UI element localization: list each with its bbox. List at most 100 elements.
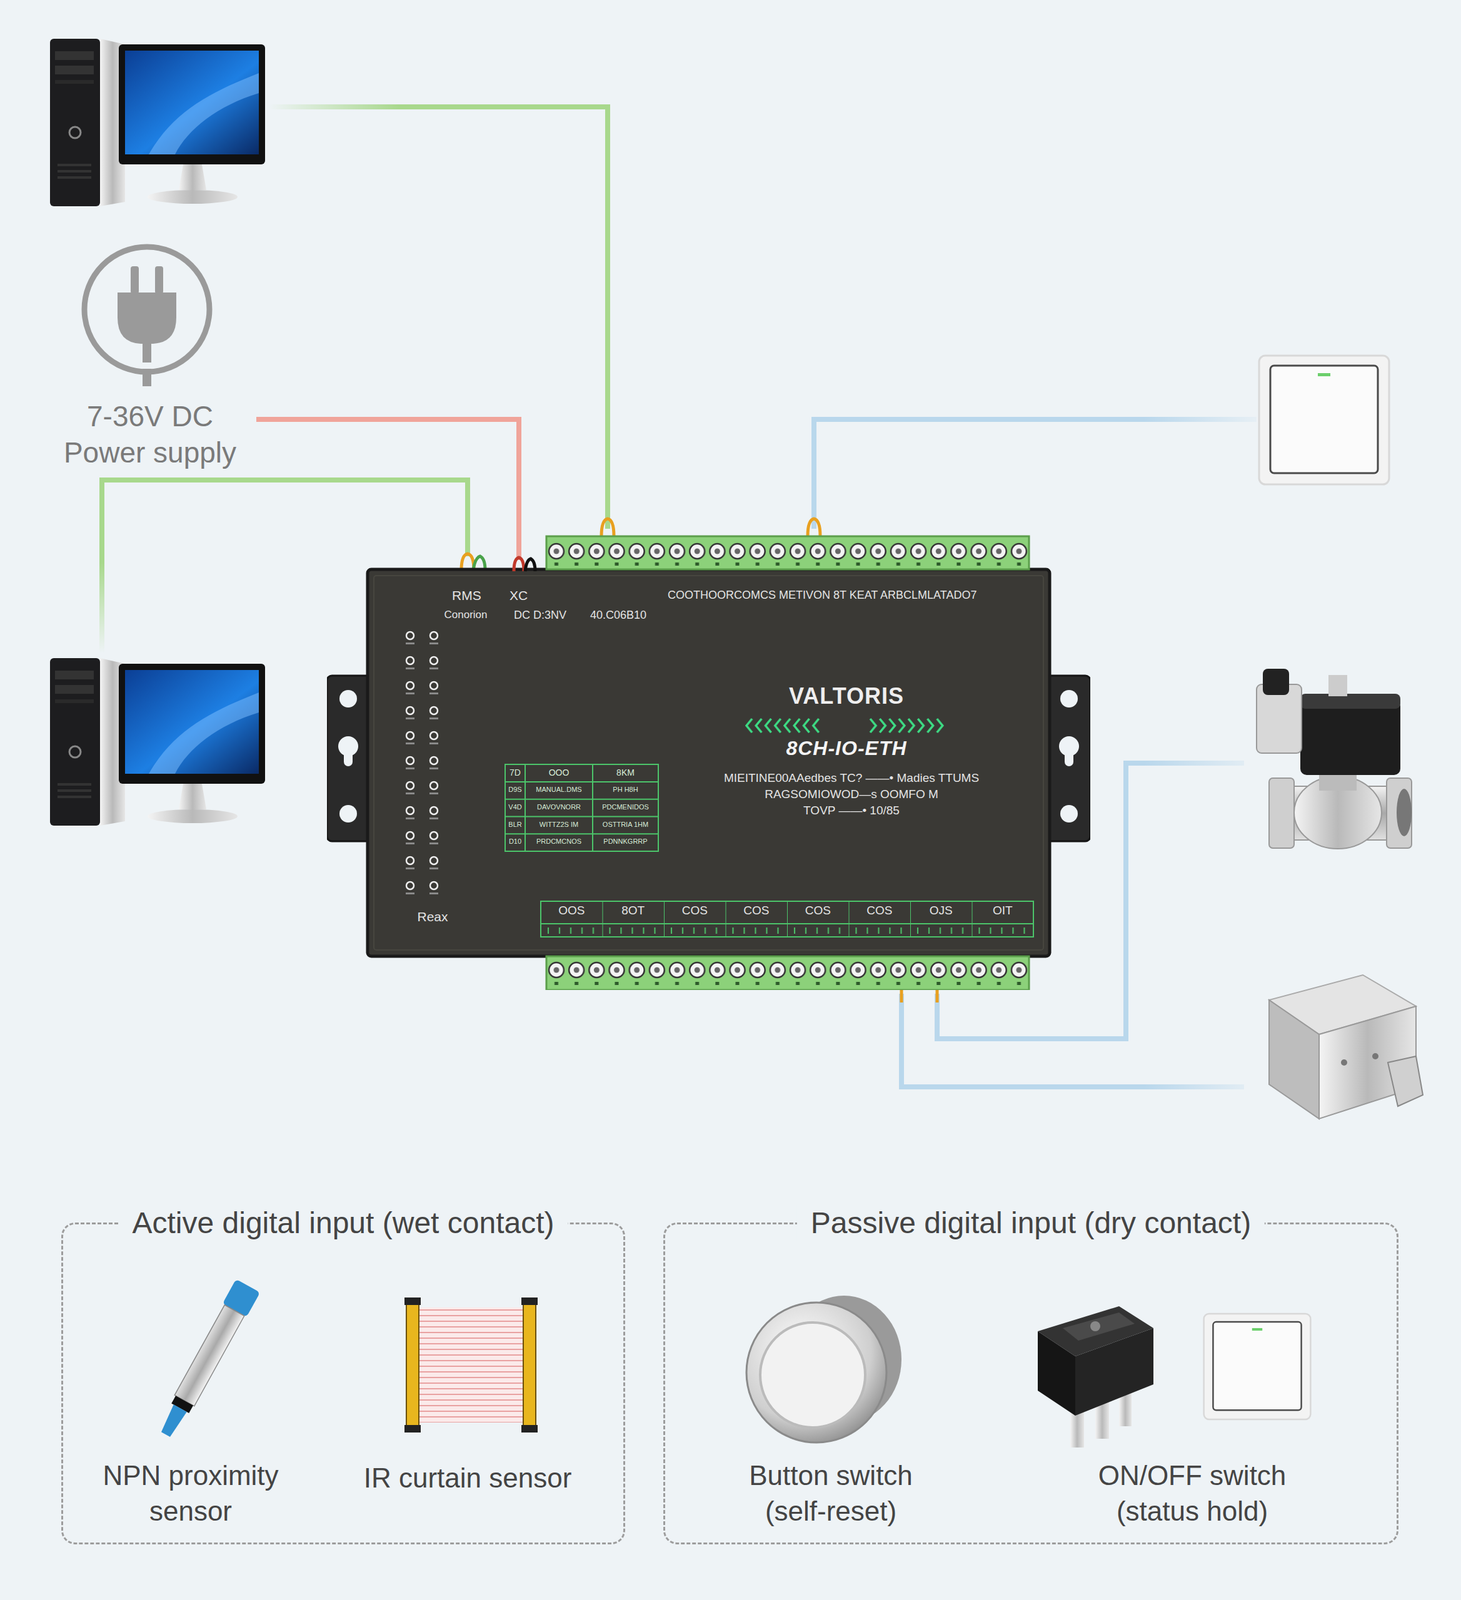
io-module-box: RMSXCCOOTHOORCOMCS METIVON 8T KEAT ARBCL… xyxy=(326,535,1091,991)
table-cell: PDCMENIDOS xyxy=(592,803,659,812)
model-number: 8CH-IO-ETH xyxy=(721,736,972,761)
ir-curtain-sensor xyxy=(404,1297,538,1433)
npn-proximity-sensor xyxy=(153,1279,261,1442)
channel-label: COS xyxy=(787,903,849,919)
channel-label: COS xyxy=(848,903,911,919)
button-switch-part xyxy=(746,1302,887,1443)
power-supply-node: 7-36V DC Power supply xyxy=(43,237,257,477)
channel-label: COS xyxy=(725,903,788,919)
spec-line: MIEITINE00AAedbes TC? ——• Madies TTUMS xyxy=(679,771,1024,786)
wire-tip-part xyxy=(601,518,614,537)
group-heading: Passive digital input (dry contact) xyxy=(797,1205,1265,1242)
io-module-housing-part xyxy=(868,717,945,734)
solenoid-valve-part xyxy=(1396,788,1412,837)
reset-label: Reax xyxy=(401,908,464,925)
io-module-housing-part xyxy=(505,764,659,852)
spec-line: TOVP ——• 10/85 xyxy=(679,803,1024,819)
rocker-switch-part xyxy=(1062,1312,1135,1341)
wire-part xyxy=(901,994,1245,1088)
table-cell: BLR xyxy=(505,820,526,829)
solenoid-valve-part xyxy=(1300,700,1401,776)
rocker-switch xyxy=(1037,1306,1154,1448)
spec-line: RAGSOMIOWOD—s OOMFO M xyxy=(679,787,1024,803)
port-label: Conorion xyxy=(421,608,510,622)
table-cell: DAVOVNORR xyxy=(525,803,593,812)
electric-lock-part xyxy=(1372,1053,1379,1060)
power-plug-icon xyxy=(43,237,257,391)
table-cell: PH H8H xyxy=(592,785,659,794)
device-caption: IR curtain sensor xyxy=(311,1460,624,1497)
ir-curtain-sensor-part xyxy=(417,1307,525,1423)
rocker-switch-part xyxy=(1090,1321,1101,1332)
table-cell: 7D xyxy=(505,767,526,779)
ir-curtain-sensor-part xyxy=(521,1425,538,1433)
io-module-housing-part xyxy=(546,536,1030,570)
electric-lock-part xyxy=(1340,1059,1348,1066)
solenoid-valve-part xyxy=(1328,675,1348,697)
wire-tip-part xyxy=(900,990,904,1003)
wire xyxy=(101,106,1257,1088)
channel-label: OJS xyxy=(910,903,973,919)
io-module-housing-part xyxy=(513,557,524,572)
group-heading: Active digital input (wet contact) xyxy=(118,1205,569,1242)
power-plug-icon-part xyxy=(84,246,210,372)
table-cell: OSTTRIA 1HM xyxy=(592,820,659,829)
io-module-housing-part xyxy=(540,901,1034,938)
io-module-housing-part xyxy=(540,901,1034,938)
channel-label: OIT xyxy=(972,903,1035,919)
port-label: XC xyxy=(509,587,528,604)
brand-name: VALTORIS xyxy=(721,682,972,710)
io-module-housing-part xyxy=(745,717,822,734)
power-plug-icon-part xyxy=(142,342,152,363)
rocker-switch-part xyxy=(1037,1331,1076,1416)
solenoid-valve-part xyxy=(1386,778,1412,849)
channel-label: COS xyxy=(663,903,726,919)
wire-part xyxy=(813,419,1257,529)
table-cell: D10 xyxy=(505,837,526,846)
io-module-housing-part xyxy=(1064,746,1074,767)
power-plug-icon-part xyxy=(130,266,139,294)
io-module-housing-part xyxy=(546,956,1030,991)
io-module-housing-part xyxy=(339,690,357,708)
solenoid-valve xyxy=(1256,668,1412,849)
io-module-housing-part xyxy=(505,764,659,852)
npn-proximity-sensor-part xyxy=(174,1305,244,1407)
computer-icon xyxy=(50,38,266,207)
power-wire xyxy=(256,419,519,536)
table-cell: PDNNKGRRP xyxy=(592,837,659,846)
device-caption: NPN proximity sensor xyxy=(75,1457,307,1530)
device-caption: ON/OFF switch (status hold) xyxy=(1073,1457,1311,1530)
io-module-housing-part xyxy=(546,956,1030,991)
io-module-housing-part xyxy=(373,575,1044,951)
power-plug-icon-part xyxy=(117,292,177,344)
power-plug-icon-part xyxy=(142,368,152,387)
io-module-housing-part xyxy=(1060,690,1078,708)
table-cell: WITTZ2S IM xyxy=(525,820,593,829)
ir-curtain-sensor-part xyxy=(404,1297,421,1306)
wire-tip-part xyxy=(935,990,939,1003)
terminal-legend: COOTHOORCOMCS METIVON 8T KEAT ARBCLMLATA… xyxy=(667,588,977,603)
wall-switch xyxy=(1204,1314,1311,1420)
io-module-housing-part xyxy=(1060,805,1078,823)
channel-label: 8OT xyxy=(602,903,665,919)
table-cell: OOO xyxy=(525,767,593,779)
input-group: Active digital input (wet contact) xyxy=(61,1222,626,1545)
io-module-housing-part xyxy=(546,536,1030,570)
npn-proximity-sensor-part xyxy=(158,1404,187,1439)
power-label: 7-36V DC Power supply xyxy=(43,398,257,471)
solenoid-valve-part xyxy=(1269,778,1295,849)
wall-switch xyxy=(1259,355,1390,485)
table-cell: MANUAL.DMS xyxy=(525,785,593,794)
channel-label: OOS xyxy=(540,903,603,919)
io-module-housing-part xyxy=(401,626,442,902)
device-caption: Button switch (self-reset) xyxy=(730,1457,931,1530)
table-cell: PRDCMCNOS xyxy=(525,837,593,846)
power-plug-icon-part xyxy=(155,266,164,294)
electric-lock xyxy=(1269,975,1423,1120)
solenoid-valve-part xyxy=(1300,693,1401,709)
power-rating: 40.C06B10 xyxy=(590,608,647,623)
rocker-switch-part xyxy=(1075,1328,1154,1416)
wire-tip-part xyxy=(807,518,821,537)
ir-curtain-sensor-part xyxy=(523,1301,536,1430)
